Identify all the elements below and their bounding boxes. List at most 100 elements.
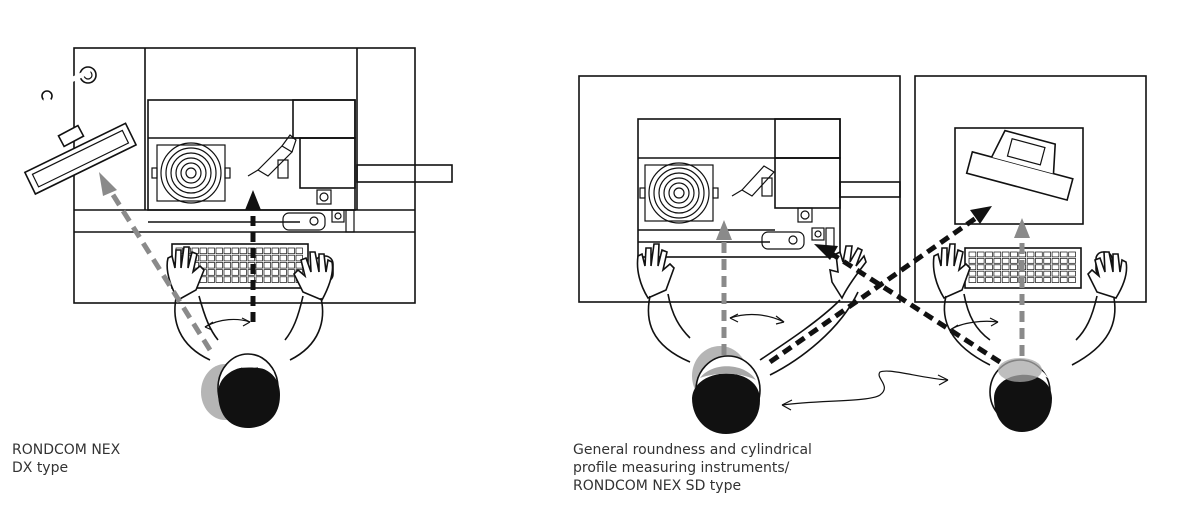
keyboard-key	[1018, 270, 1027, 277]
keyboard-key	[1035, 251, 1043, 258]
keyboard-key	[279, 269, 287, 276]
keyboard-key	[279, 276, 287, 283]
keyboard-key	[1051, 270, 1060, 277]
dx-turntable	[151, 142, 231, 204]
keyboard-key	[271, 269, 279, 276]
keyboard-key	[263, 247, 271, 255]
keyboard-key	[1026, 251, 1035, 258]
keyboard-key	[968, 277, 977, 283]
keyboard-key	[231, 276, 239, 283]
keyboard-key	[976, 277, 985, 283]
keyboard-key	[263, 254, 271, 262]
keyboard-key	[1060, 270, 1068, 277]
sd-detector	[731, 165, 775, 197]
caption-dx-line-1: RONDCOM NEX	[12, 442, 121, 458]
keyboard-key	[231, 269, 239, 276]
keyboard-key	[1051, 264, 1060, 271]
keyboard-key	[207, 254, 215, 262]
keyboard-key	[239, 269, 247, 276]
keyboard-key	[215, 262, 223, 269]
keyboard-key	[279, 247, 287, 255]
sd-operator1-head	[692, 346, 761, 434]
keyboard-key	[287, 247, 295, 255]
keyboard-key	[223, 247, 231, 255]
keyboard-key	[1060, 258, 1068, 264]
keyboard-key	[279, 262, 287, 269]
keyboard-key	[215, 254, 223, 262]
keyboard-key	[1026, 264, 1035, 271]
keyboard-key	[255, 254, 263, 262]
keyboard-key	[976, 251, 985, 258]
keyboard-key	[1010, 277, 1018, 283]
keyboard-key	[207, 269, 215, 276]
keyboard-key	[207, 276, 215, 283]
keyboard-key	[1010, 270, 1018, 277]
keyboard-key	[199, 247, 207, 255]
keyboard-key	[263, 276, 271, 283]
dx-operator-head	[201, 353, 280, 428]
keyboard-key	[239, 276, 247, 283]
keyboard-key	[255, 276, 263, 283]
keyboard-key	[1068, 277, 1076, 283]
dx-right-hand	[293, 251, 334, 302]
keyboard-key	[239, 262, 247, 269]
dx-control-panel	[282, 212, 326, 231]
keyboard-key	[1068, 251, 1076, 258]
keyboard-key	[295, 247, 303, 255]
keyboard-key	[1051, 251, 1060, 258]
keyboard-key	[968, 251, 977, 258]
keyboard-key	[215, 247, 223, 255]
sd-pc-desk	[914, 75, 1147, 303]
keyboard-key	[1043, 277, 1051, 283]
keyboard-key	[1043, 270, 1051, 277]
keyboard-key	[1010, 251, 1018, 258]
dx-monitor	[23, 122, 138, 196]
keyboard-key	[1035, 270, 1043, 277]
keyboard-key	[223, 254, 231, 262]
keyboard-key	[968, 270, 977, 277]
keyboard-key	[271, 247, 279, 255]
caption-sd-line-1: General roundness and cylindrical	[573, 442, 812, 458]
keyboard-key	[223, 262, 231, 269]
keyboard-key	[199, 254, 207, 262]
caption-dx-line-2: DX type	[12, 460, 69, 476]
keyboard-key	[271, 262, 279, 269]
keyboard-key	[279, 254, 287, 262]
sd-travel-arrow	[781, 370, 949, 406]
keyboard-key	[1068, 258, 1076, 264]
keyboard-key	[976, 258, 985, 264]
keyboard-key	[287, 254, 295, 262]
caption-sd-line-2: profile measuring instruments/	[573, 460, 790, 476]
caption-dx-type: RONDCOM NEX DX type	[12, 441, 120, 477]
keyboard-key	[1035, 264, 1043, 271]
keyboard-key	[231, 262, 239, 269]
dx-detector	[247, 134, 297, 179]
keyboard-key	[271, 254, 279, 262]
keyboard-key	[1051, 277, 1060, 283]
sd-type-workstations	[578, 75, 1147, 434]
keyboard-key	[255, 269, 263, 276]
keyboard-key	[1068, 270, 1076, 277]
dx-type-workstation	[23, 47, 453, 428]
keyboard-key	[207, 247, 215, 255]
keyboard-key	[1051, 258, 1060, 264]
keyboard-key	[239, 247, 247, 255]
keyboard-key	[223, 276, 231, 283]
keyboard-key	[985, 251, 993, 258]
keyboard-key	[1001, 251, 1010, 258]
keyboard-key	[993, 277, 1002, 283]
keyboard-key	[255, 262, 263, 269]
keyboard-key	[1010, 264, 1018, 271]
keyboard-key	[215, 269, 223, 276]
keyboard-key	[1026, 270, 1035, 277]
keyboard-key	[295, 254, 303, 262]
keyboard-key	[255, 247, 263, 255]
keyboard-key	[1001, 258, 1010, 264]
keyboard-key	[985, 270, 993, 277]
keyboard-key	[1043, 251, 1051, 258]
keyboard-key	[976, 270, 985, 277]
keyboard-key	[231, 254, 239, 262]
keyboard-key	[993, 264, 1002, 271]
keyboard-key	[263, 262, 271, 269]
keyboard-key	[993, 251, 1002, 258]
